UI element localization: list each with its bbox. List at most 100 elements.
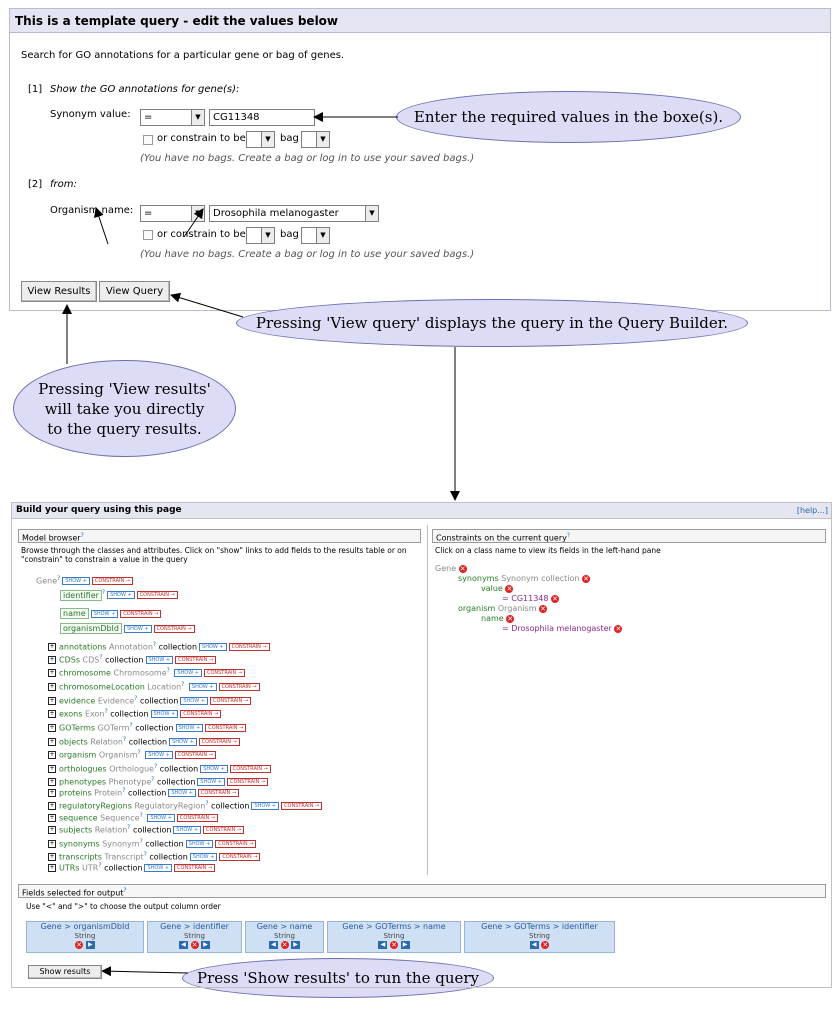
show-button[interactable]: SHOW +: [180, 697, 208, 706]
constrain-button[interactable]: CONSTRAIN →: [227, 778, 269, 787]
constrain-bag-checkbox-1[interactable]: [143, 135, 153, 145]
constrain-button[interactable]: CONSTRAIN →: [197, 789, 240, 798]
help-question-icon[interactable]: ?: [104, 708, 108, 715]
move-right-icon[interactable]: ▶: [291, 940, 301, 949]
show-button[interactable]: SHOW +: [188, 683, 217, 692]
help-question-icon[interactable]: ?: [123, 887, 127, 894]
reference-name[interactable]: subjects: [59, 825, 93, 835]
remove-icon[interactable]: ✕: [614, 624, 623, 633]
help-question-icon[interactable]: ?: [99, 654, 103, 661]
expand-icon[interactable]: +: [48, 778, 56, 787]
help-question-icon[interactable]: ?: [139, 812, 143, 819]
help-question-icon[interactable]: ?: [137, 749, 141, 756]
reference-name[interactable]: transcripts: [59, 852, 102, 862]
ctree-value-name[interactable]: value: [481, 584, 503, 593]
ctree-organism-name[interactable]: organism: [458, 604, 496, 613]
constrain-button[interactable]: CONSTRAIN →: [198, 738, 240, 747]
expand-icon[interactable]: +: [48, 814, 56, 823]
expand-icon[interactable]: +: [48, 669, 56, 678]
view-query-button[interactable]: View Query: [99, 281, 170, 302]
help-question-icon[interactable]: ?: [143, 851, 147, 858]
show-button[interactable]: SHOW +: [251, 802, 280, 811]
help-question-icon[interactable]: ?: [80, 532, 84, 539]
help-question-icon[interactable]: ?: [98, 862, 102, 869]
synonym-value-input[interactable]: CG11348: [209, 109, 315, 126]
constrain-button[interactable]: CONSTRAIN →: [120, 609, 162, 618]
expand-icon[interactable]: +: [48, 738, 56, 747]
reference-name[interactable]: synonyms: [59, 839, 100, 849]
expand-icon[interactable]: +: [48, 802, 56, 811]
remove-icon[interactable]: ✕: [539, 604, 548, 613]
expand-icon[interactable]: +: [48, 765, 56, 774]
move-right-icon[interactable]: ▶: [85, 940, 95, 949]
ctree-name-name[interactable]: name: [481, 614, 504, 623]
reference-name[interactable]: proteins: [59, 788, 92, 798]
expand-icon[interactable]: +: [48, 789, 56, 798]
reference-name[interactable]: GOTerms: [59, 723, 96, 733]
expand-icon[interactable]: +: [48, 751, 56, 760]
help-question-icon[interactable]: ?: [134, 695, 138, 702]
move-left-icon[interactable]: ◀: [378, 940, 388, 949]
constrain-button[interactable]: CONSTRAIN →: [175, 656, 217, 665]
help-link[interactable]: [help...]: [796, 506, 828, 515]
help-question-icon[interactable]: ?: [57, 575, 61, 582]
reference-name[interactable]: chromosomeLocation: [59, 682, 145, 692]
move-right-icon[interactable]: ▶: [201, 940, 211, 949]
show-button[interactable]: SHOW +: [169, 738, 197, 747]
constrain-button[interactable]: CONSTRAIN →: [203, 669, 246, 678]
show-button[interactable]: SHOW +: [145, 656, 174, 665]
help-question-icon[interactable]: ?: [122, 787, 126, 794]
help-question-icon[interactable]: ?: [181, 681, 185, 688]
reference-name[interactable]: exons: [59, 709, 83, 719]
constrain-button[interactable]: CONSTRAIN →: [136, 591, 178, 600]
remove-icon[interactable]: ✕: [190, 940, 199, 949]
constrain-button[interactable]: CONSTRAIN →: [215, 840, 257, 849]
view-results-button[interactable]: View Results: [21, 281, 97, 302]
show-button[interactable]: SHOW +: [123, 624, 152, 633]
show-button[interactable]: SHOW +: [175, 724, 204, 733]
move-left-icon[interactable]: ◀: [529, 940, 539, 949]
show-button[interactable]: SHOW +: [173, 826, 202, 835]
remove-icon[interactable]: ✕: [551, 594, 560, 603]
constrain-button[interactable]: CONSTRAIN →: [174, 864, 216, 873]
expand-icon[interactable]: +: [48, 643, 56, 652]
root-class-name[interactable]: Gene: [36, 576, 58, 586]
constrain-button[interactable]: CONSTRAIN →: [218, 683, 260, 692]
show-button[interactable]: SHOW +: [90, 609, 119, 618]
remove-icon[interactable]: ✕: [506, 614, 515, 623]
remove-icon[interactable]: ✕: [75, 940, 84, 949]
synonym-operator-select[interactable]: = ▼: [140, 109, 205, 126]
expand-icon[interactable]: +: [48, 683, 56, 692]
move-left-icon[interactable]: ◀: [178, 940, 188, 949]
expand-icon[interactable]: +: [48, 826, 56, 835]
show-results-button[interactable]: Show results: [28, 965, 102, 979]
constrain-button[interactable]: CONSTRAIN →: [174, 751, 216, 760]
help-question-icon[interactable]: ?: [139, 838, 143, 845]
organism-value-select[interactable]: Drosophila melanogaster ▼: [209, 205, 379, 222]
show-button[interactable]: SHOW +: [62, 577, 90, 586]
constrain-button[interactable]: CONSTRAIN →: [176, 814, 218, 823]
remove-icon[interactable]: ✕: [390, 940, 398, 949]
attribute-name[interactable]: identifier: [60, 589, 102, 601]
show-button[interactable]: SHOW +: [147, 814, 175, 823]
show-button[interactable]: SHOW +: [174, 669, 202, 678]
show-button[interactable]: SHOW +: [150, 710, 179, 719]
help-question-icon[interactable]: ?: [122, 736, 127, 743]
expand-icon[interactable]: +: [48, 853, 56, 862]
show-button[interactable]: SHOW +: [168, 789, 196, 798]
ctree-name-constraint-text[interactable]: = Drosophila melanogaster: [502, 624, 612, 633]
reference-name[interactable]: evidence: [59, 696, 96, 706]
bag-select-1[interactable]: ▼: [301, 131, 330, 148]
show-button[interactable]: SHOW +: [107, 591, 135, 600]
constrain-button[interactable]: CONSTRAIN →: [229, 765, 271, 774]
reference-name[interactable]: organism: [59, 750, 97, 760]
move-right-icon[interactable]: ▶: [400, 940, 410, 949]
show-button[interactable]: SHOW +: [144, 864, 173, 873]
constrain-button[interactable]: CONSTRAIN →: [91, 577, 133, 586]
show-button[interactable]: SHOW +: [200, 765, 228, 774]
reference-name[interactable]: objects: [59, 737, 88, 747]
constrain-button[interactable]: CONSTRAIN →: [205, 724, 247, 733]
help-question-icon[interactable]: ?: [154, 763, 158, 770]
reference-name[interactable]: CDSs: [59, 655, 80, 665]
remove-icon[interactable]: ✕: [458, 564, 467, 573]
